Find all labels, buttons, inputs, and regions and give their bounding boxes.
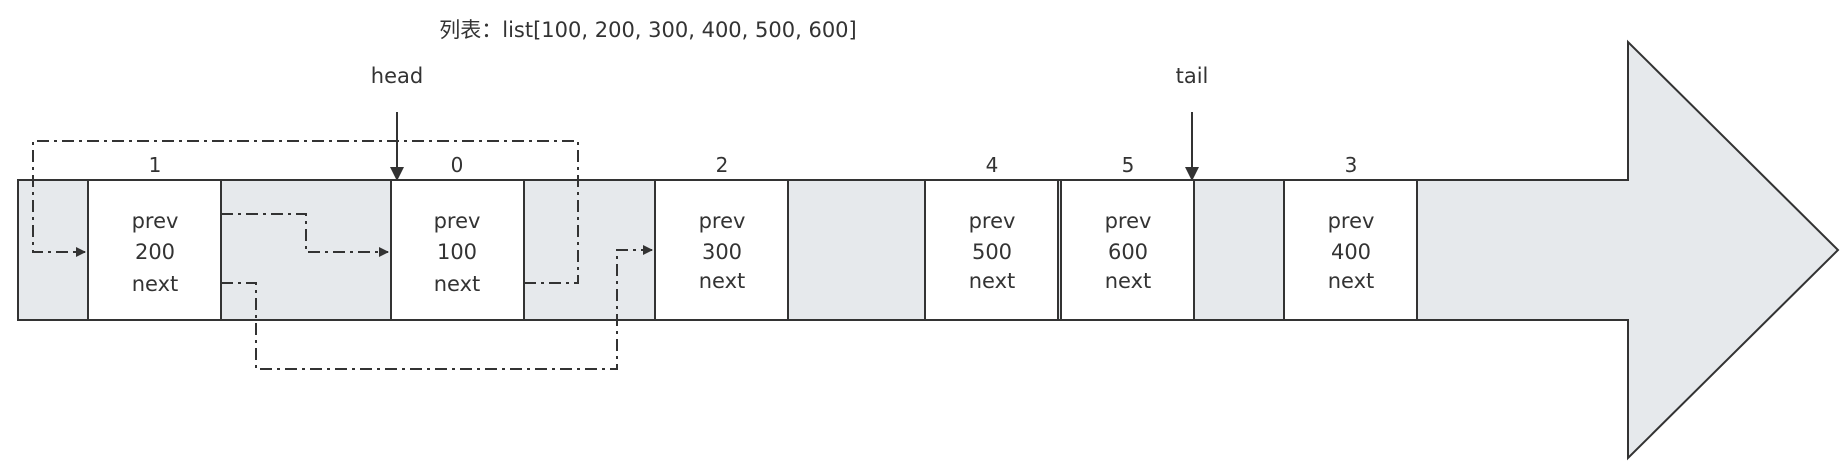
node-index: 1 bbox=[149, 153, 162, 177]
list-node: 0 prev 100 next bbox=[390, 153, 525, 321]
node-prev-label: prev bbox=[699, 209, 746, 233]
head-label: head bbox=[371, 64, 423, 88]
tail-label: tail bbox=[1176, 64, 1209, 88]
node-value: 400 bbox=[1331, 240, 1371, 264]
link-0-next-to-1-prev bbox=[32, 140, 579, 284]
node-box bbox=[924, 179, 1059, 321]
list-node: 2 prev 300 next bbox=[654, 153, 789, 321]
node-next-label: next bbox=[434, 272, 481, 296]
node-prev-label: prev bbox=[969, 209, 1016, 233]
list-node: 3 prev 400 next bbox=[1283, 153, 1418, 321]
node-box bbox=[654, 179, 789, 321]
node-next-label: next bbox=[1105, 269, 1152, 293]
list-node: 4 prev 500 next bbox=[924, 153, 1059, 321]
list-node: 5 prev 600 next bbox=[1060, 153, 1195, 321]
link-1-to-2 bbox=[221, 245, 653, 370]
list-node: 1 prev 200 next bbox=[87, 153, 222, 321]
node-value: 600 bbox=[1108, 240, 1148, 264]
node-next-label: next bbox=[1328, 269, 1375, 293]
node-index: 4 bbox=[986, 153, 999, 177]
node-index: 5 bbox=[1122, 153, 1135, 177]
node-box bbox=[1283, 179, 1418, 321]
link-1-to-0 bbox=[221, 213, 389, 257]
node-box bbox=[1060, 179, 1195, 321]
node-box bbox=[87, 179, 222, 321]
node-prev-label: prev bbox=[434, 209, 481, 233]
node-value: 500 bbox=[972, 240, 1012, 264]
list-title: 列表：list[100, 200, 300, 400, 500, 600] bbox=[439, 18, 856, 42]
node-next-label: next bbox=[699, 269, 746, 293]
node-prev-label: prev bbox=[1328, 209, 1375, 233]
node-next-label: next bbox=[132, 272, 179, 296]
node-value: 300 bbox=[702, 240, 742, 264]
node-box bbox=[390, 179, 525, 321]
node-value: 100 bbox=[437, 240, 477, 264]
node-prev-label: prev bbox=[132, 209, 179, 233]
node-value: 200 bbox=[135, 240, 175, 264]
node-index: 2 bbox=[716, 153, 729, 177]
node-index: 3 bbox=[1345, 153, 1358, 177]
node-index: 0 bbox=[451, 153, 464, 177]
node-prev-label: prev bbox=[1105, 209, 1152, 233]
node-next-label: next bbox=[969, 269, 1016, 293]
